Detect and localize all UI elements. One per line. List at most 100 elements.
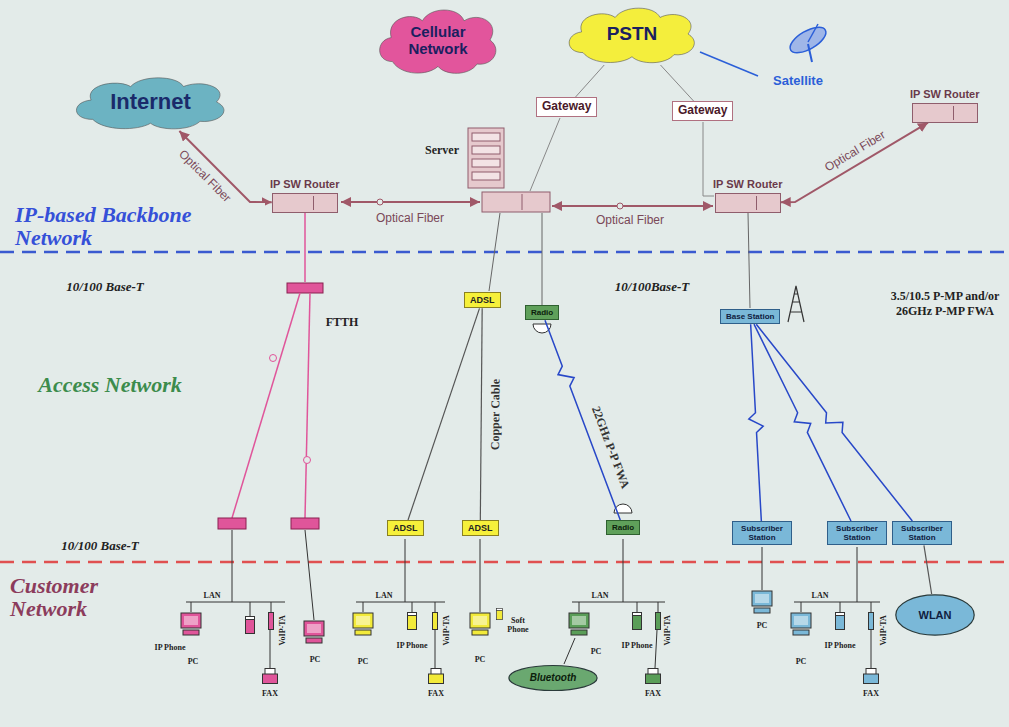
connector-line: [408, 308, 479, 520]
device-label: PC: [475, 656, 486, 665]
drawing-use: [269, 613, 274, 630]
network-cloud: Cellular Network: [373, 4, 503, 76]
region-title: Customer Network: [10, 574, 160, 620]
node-label: PSTN: [607, 23, 658, 45]
drawing-line: [857, 547, 858, 602]
drawing-line: [435, 602, 436, 612]
drawing-rect: [218, 518, 246, 529]
drawing-line: [0, 251, 1009, 254]
equipment-box: Subscriber Station: [892, 521, 952, 545]
node-label: IP SW Router: [713, 178, 782, 191]
drawing-line: [341, 201, 480, 203]
drawing-use: [633, 613, 642, 630]
drawing-use: [646, 669, 661, 684]
drawing-use: [353, 613, 373, 635]
drawing-path: [788, 286, 804, 322]
equipment-box: ADSL: [464, 292, 501, 308]
cloud-shape: [380, 10, 496, 73]
drawing-line: [305, 293, 310, 518]
drawing-line: [522, 194, 523, 210]
device-label: LAN: [812, 592, 829, 601]
drawing-line: [579, 602, 580, 612]
region-title: IP-based Backbone Network: [15, 203, 265, 249]
drawing-circle: [377, 199, 383, 205]
drawing-line: [191, 602, 192, 612]
device-label: Soft Phone: [503, 617, 533, 635]
drawing-line: [655, 630, 657, 668]
drawing-line: [305, 530, 314, 620]
node-label: Subscriber Station: [738, 524, 786, 542]
drawing-line: [435, 630, 436, 668]
router-node: IP SW Router: [270, 178, 339, 213]
device-label: PC: [188, 658, 199, 667]
network-ellipse: WLAN: [895, 594, 975, 636]
drawing-line: [542, 213, 543, 305]
node-label: Radio: [612, 523, 634, 532]
node-label: Internet: [110, 89, 191, 114]
server-icon: [468, 128, 504, 188]
drawing-line: [840, 602, 841, 612]
ellipse-shape: [896, 595, 974, 635]
connector-label: Copper Cable: [487, 376, 503, 452]
node-label: Subscriber Station: [833, 524, 881, 542]
drawing-use: [408, 613, 417, 630]
annotation-label: Server: [425, 143, 459, 158]
center-router: [482, 192, 550, 212]
connector-label: Optical Fiber: [820, 127, 889, 176]
annotation-label: 10/100Base-T: [615, 279, 689, 295]
connector-label: Optical Fiber: [175, 145, 236, 206]
drawing-line: [250, 602, 251, 616]
drawing-rect: [468, 128, 504, 188]
equipment-box: Subscriber Station: [732, 521, 792, 545]
device-label: IP Phone: [825, 642, 856, 651]
node-label: Radio: [531, 308, 553, 317]
node-label: ADSL: [470, 295, 495, 305]
device-label: VoIP-TA: [664, 615, 673, 645]
drawing-use: [470, 613, 490, 635]
connector-line: [924, 545, 932, 594]
device-label: FAX: [863, 690, 879, 699]
drawing-circle: [270, 355, 277, 362]
device-label: IP Phone: [622, 642, 653, 651]
annotation-label: 10/100 Base-T: [66, 279, 144, 295]
drawing-rect: [472, 159, 500, 167]
device-label: PC: [591, 648, 602, 657]
node-label: IP SW Router: [910, 88, 979, 101]
device-label: LAN: [376, 592, 393, 601]
annotation-label: 3.5/10.5 P-MP and/or 26GHz P-MP FWA: [889, 289, 1001, 319]
drawing-line: [552, 205, 713, 207]
drawing-use: [752, 591, 772, 613]
router-box: [912, 103, 978, 123]
backbone-links: [305, 52, 758, 308]
drawing-line: [700, 52, 758, 76]
equipment-box: Subscriber Station: [827, 521, 887, 545]
satellite-dish: [786, 22, 830, 62]
drawing-line: [637, 602, 638, 612]
connector-line: [545, 320, 620, 520]
connector-line: [749, 324, 763, 521]
drawing-line: [530, 118, 560, 191]
device-label: PC: [310, 656, 321, 665]
radio-dishes-and-tower: [533, 286, 804, 513]
device-label: IP Phone: [155, 644, 186, 653]
drawing-use: [433, 613, 438, 630]
drawing-line: [794, 602, 880, 603]
annotation-label: 10/100 Base-T: [61, 538, 139, 554]
drawing-line: [356, 602, 445, 603]
router-node: IP SW Router: [713, 178, 782, 213]
drawing-use: [181, 613, 201, 635]
drawing-use: [869, 613, 874, 630]
drawing-use: [569, 613, 589, 635]
ellipse-shape: [509, 666, 597, 691]
drawing-line: [271, 602, 272, 612]
drawing-line: [748, 213, 750, 308]
device-label: PC: [757, 622, 768, 631]
device-label: LAN: [592, 592, 609, 601]
drawing-rect: [291, 518, 319, 529]
connector-line: [781, 123, 928, 203]
equipment-box: ADSL: [462, 520, 499, 536]
drawing-ellipse: [786, 22, 830, 58]
drawing-path: [703, 122, 714, 196]
annotation-label: Optical Fiber: [594, 213, 666, 227]
